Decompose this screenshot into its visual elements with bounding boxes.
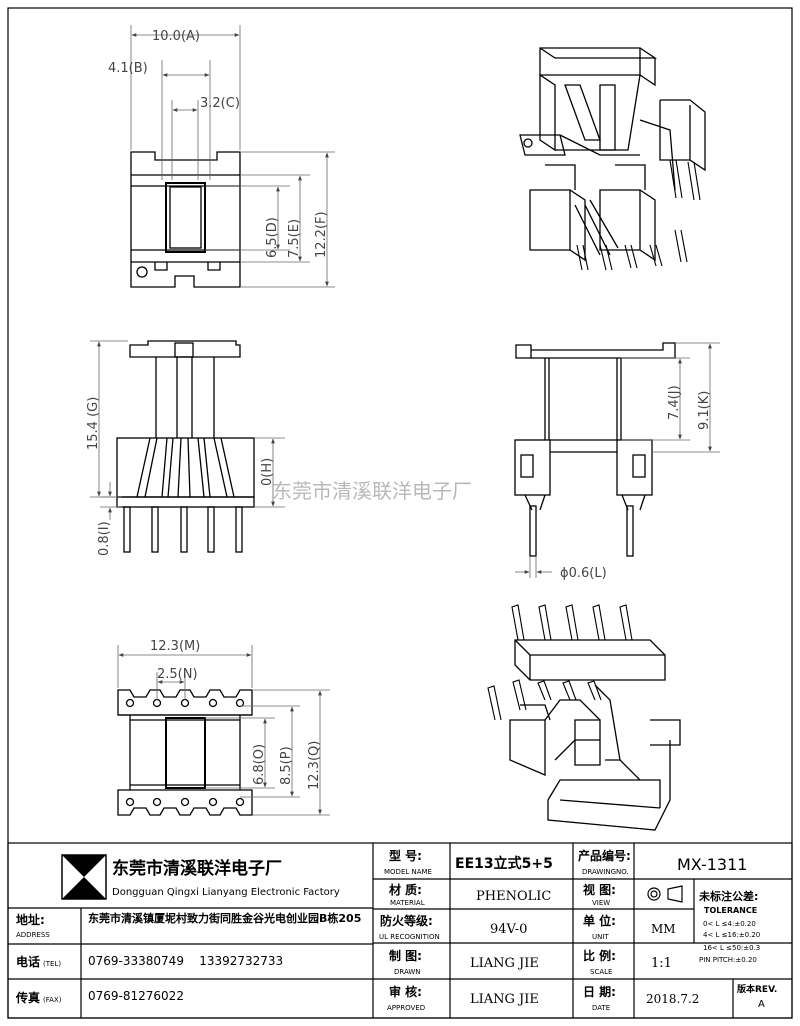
tolerance-line-2: 4< L ≤16:±0.20 <box>703 931 760 939</box>
date-label-cn: 日 期: <box>583 984 616 999</box>
approved-label-en: APPROVED <box>387 1004 425 1012</box>
scale-label-cn: 比 例: <box>583 948 616 963</box>
company-name-en: Dongguan Qingxi Lianyang Electronic Fact… <box>112 887 340 898</box>
fire-label-en: UL RECOGNITION <box>379 933 440 941</box>
dim-b: 4.1(B) <box>108 61 148 76</box>
watermark: 东莞市清溪联洋电子厂 <box>272 479 472 503</box>
dim-k: 9.1(K) <box>697 391 712 430</box>
tolerance-line-4: PIN PITCH:±0.20 <box>699 956 757 964</box>
tel-value: 0769-33380749 13392732733 <box>88 954 283 968</box>
dim-m: 12.3(M) <box>150 639 200 654</box>
tolerance-line-3: 16< L ≤50:±0.3 <box>703 944 760 952</box>
material-label-cn: 材 质: <box>388 882 422 897</box>
scale-value: 1:1 <box>651 956 672 971</box>
front-view <box>116 340 255 553</box>
top-view-dimensions <box>130 25 335 288</box>
tel-label-en: (TEL) <box>43 960 61 968</box>
tolerance-line-1: 0< L ≤4:±0.20 <box>703 920 756 928</box>
dim-j: 7.4(J) <box>667 385 682 420</box>
dim-l: ϕ0.6(L) <box>560 566 607 581</box>
date-label-en: DATE <box>592 1004 610 1012</box>
bottom-view <box>117 689 253 816</box>
approved-value: LIANG JIE <box>470 992 539 1007</box>
unit-label-en: UNIT <box>592 933 609 941</box>
tel-label-cn: 电话 <box>16 954 40 969</box>
model-value: EE13立式5+5 <box>455 855 553 872</box>
unit-value: MM <box>651 922 676 936</box>
date-value: 2018.7.2 <box>646 992 699 1006</box>
dim-p: 8.5(P) <box>279 746 294 785</box>
view-label-en: VIEW <box>592 899 610 907</box>
title-block-grid <box>7 842 793 1019</box>
fax-label-cn: 传真 <box>15 990 40 1005</box>
address-label-en: ADDRESS <box>16 931 50 939</box>
model-label-en: MODEL NAME <box>384 868 432 876</box>
dim-d: 6.5(D) <box>265 217 280 258</box>
drawingno-label-en: DRAWINGNO. <box>582 868 629 876</box>
unit-label-cn: 单 位: <box>583 913 616 928</box>
fire-value: 94V-0 <box>490 922 527 937</box>
fax-value: 0769-81276022 <box>88 989 184 1003</box>
material-value: PHENOLIC <box>476 889 551 904</box>
dim-g: 15.4 (G) <box>86 397 101 450</box>
projection-symbol-icon <box>647 885 683 903</box>
address-label-cn: 地址: <box>16 912 45 927</box>
company-logo <box>61 854 107 900</box>
drawingno-label-cn: 产品编号: <box>578 848 631 863</box>
drawn-value: LIANG JIE <box>470 956 539 971</box>
dim-a: 10.0(A) <box>152 29 200 44</box>
approved-label-cn: 审 核: <box>389 984 422 999</box>
tolerance-label-en: TOLERANCE <box>704 906 757 915</box>
scale-label-en: SCALE <box>590 968 612 976</box>
bottom-view-dimensions <box>117 645 330 816</box>
side-view <box>514 342 676 557</box>
dim-i: 0.8(I) <box>97 521 112 556</box>
dim-q: 12.3(Q) <box>307 741 322 790</box>
side-view-dimensions <box>515 342 720 578</box>
rev-value: A <box>758 999 765 1010</box>
dim-e: 7.5(E) <box>287 219 302 258</box>
dim-n: 2.5(N) <box>157 667 198 682</box>
company-name-cn: 东莞市清溪联洋电子厂 <box>112 858 282 879</box>
dim-h: 0(H) <box>260 458 275 486</box>
isometric-view-bottom <box>509 639 681 831</box>
dim-o: 6.8(O) <box>252 744 267 785</box>
view-label-cn: 视 图: <box>583 882 616 897</box>
isometric-view-top-pins <box>576 159 701 271</box>
material-label-en: MATERIAL <box>390 899 425 907</box>
address-value: 东莞市清溪镇厦坭村致力街同胜金谷光电创业园B栋205 <box>88 911 361 925</box>
fire-label-cn: 防火等级: <box>380 913 433 928</box>
model-label-cn: 型 号: <box>389 848 422 863</box>
tolerance-label-cn: 未标注公差: <box>698 889 758 903</box>
dim-f: 12.2(F) <box>314 211 329 258</box>
isometric-view-bottom-pins <box>487 604 633 721</box>
dim-c: 3.2(C) <box>200 96 240 111</box>
rev-label: 版本REV. <box>736 983 777 995</box>
drawingno-value: MX-1311 <box>677 855 747 874</box>
top-view <box>130 151 241 288</box>
isometric-view-top <box>519 47 706 262</box>
front-view-dimensions <box>90 340 285 520</box>
drawn-label-en: DRAWN <box>394 968 421 976</box>
fax-label-en: (FAX) <box>43 996 62 1004</box>
drawn-label-cn: 制 图: <box>389 948 422 963</box>
